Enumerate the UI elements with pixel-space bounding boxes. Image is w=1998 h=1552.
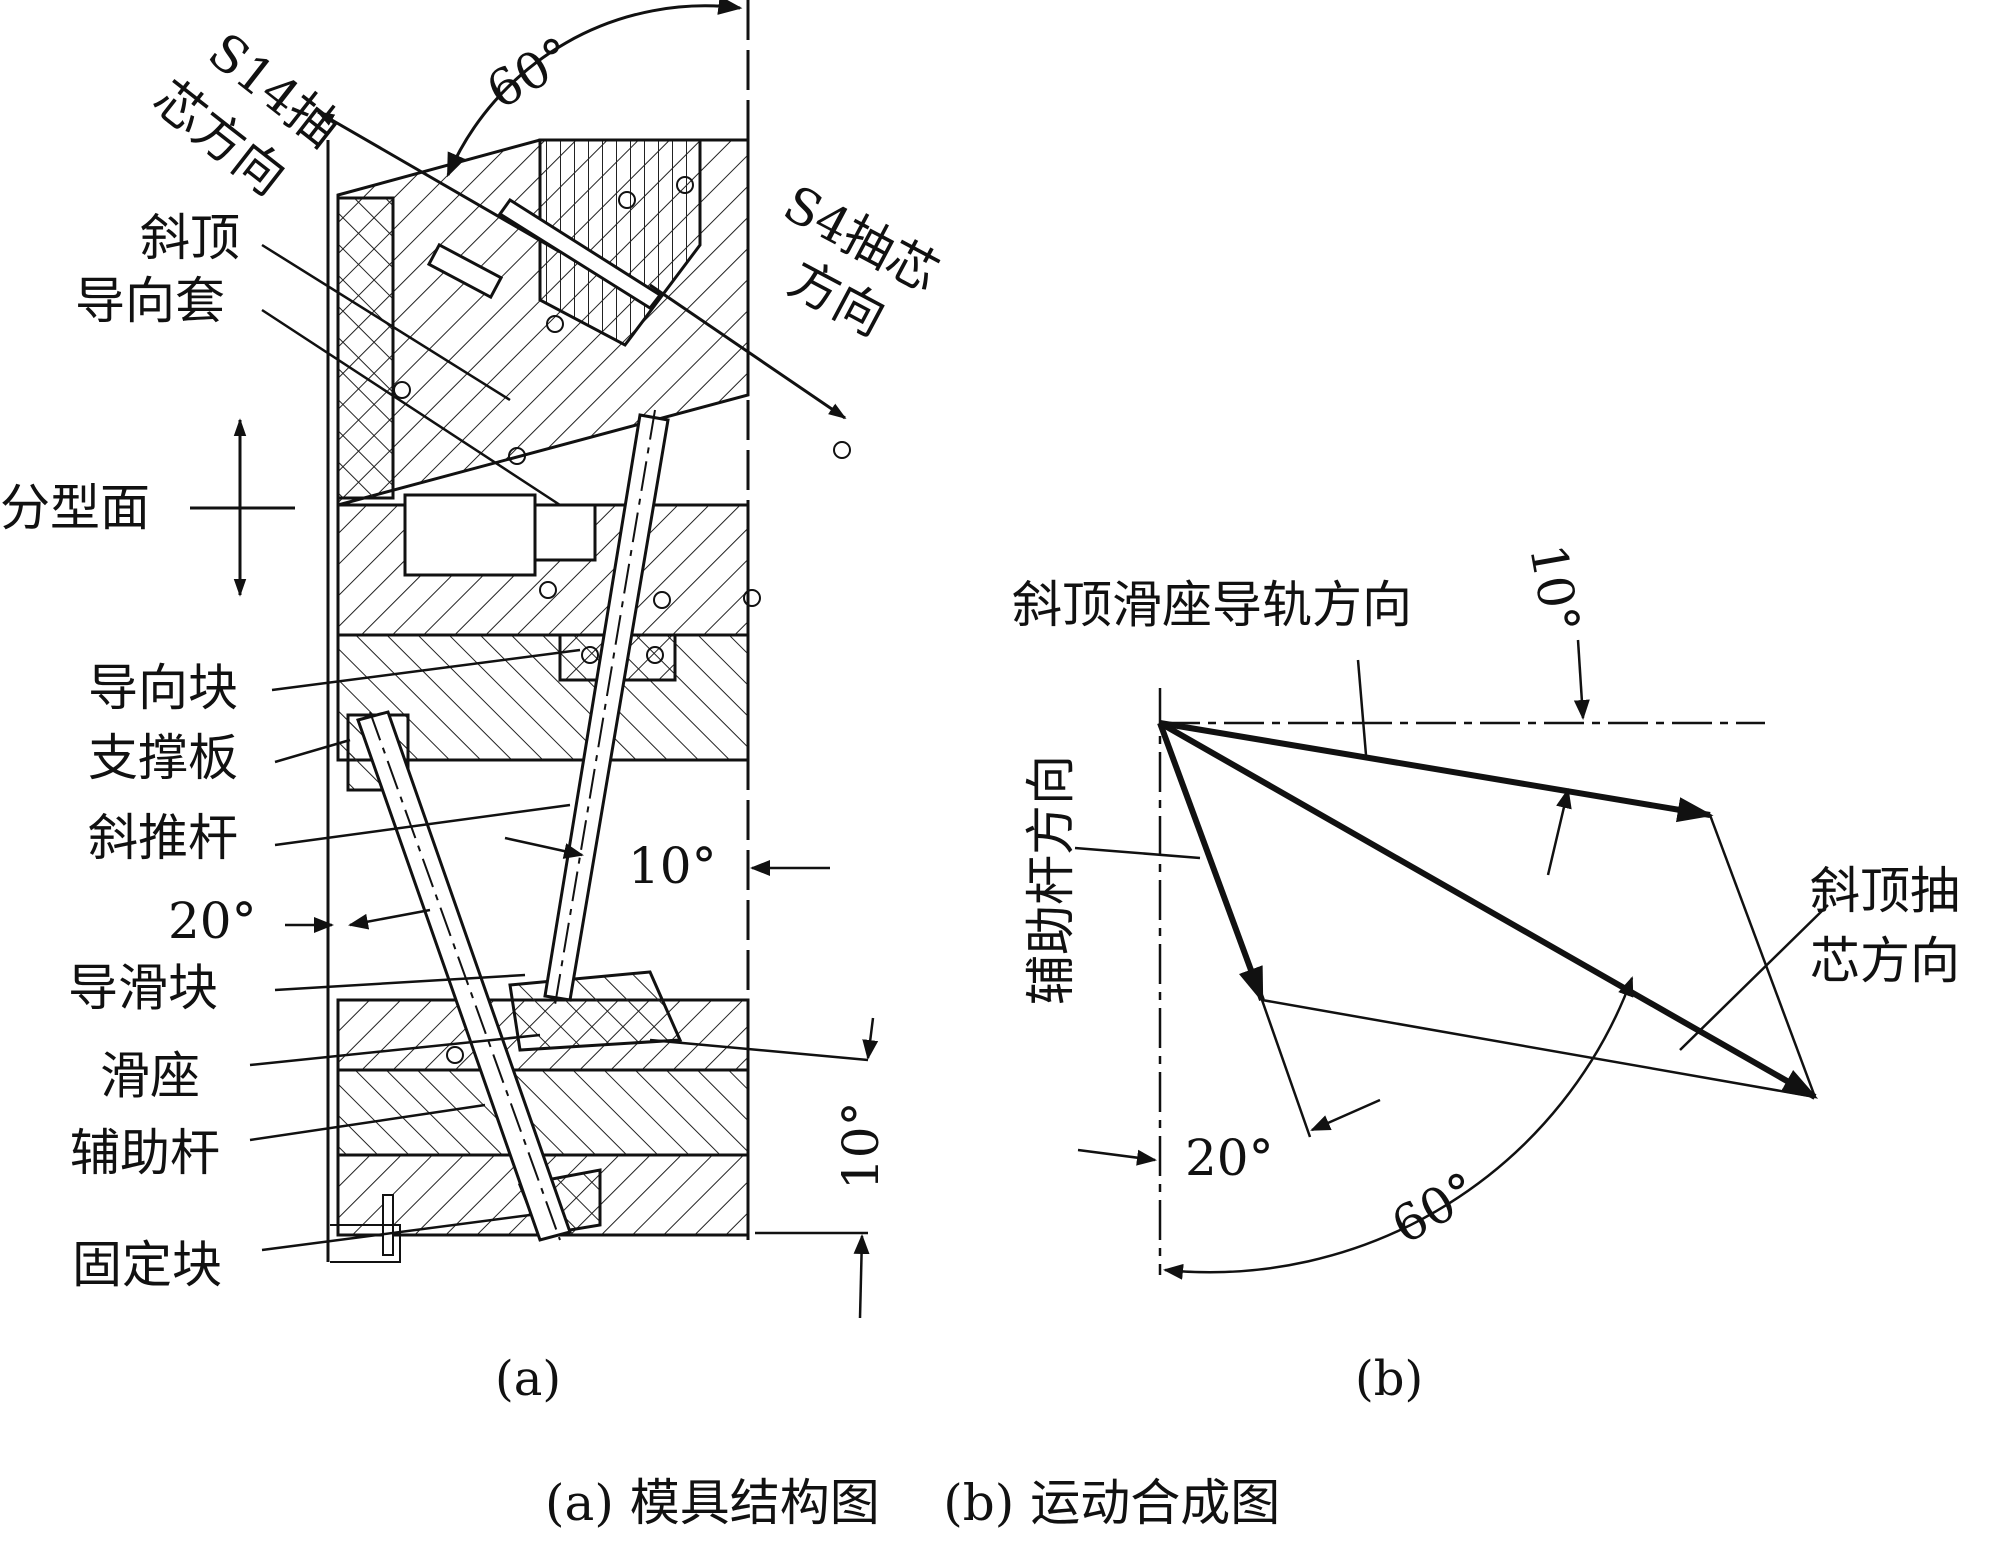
rail-direction-vector <box>1159 720 1714 823</box>
aux-rod-vector <box>1157 721 1265 1004</box>
label-fenxingmian: 分型面 <box>0 479 150 537</box>
s14-direction-arrow <box>316 110 561 254</box>
mold-structure-diagram <box>326 0 851 1263</box>
label-gudingkuai: 固定块 <box>72 1236 222 1294</box>
label-daoxiangtao: 导向套 <box>75 272 225 330</box>
label-huazuo: 滑座 <box>100 1047 200 1105</box>
angle-60-label: 60° <box>477 26 583 121</box>
label-rail-direction: 斜顶滑座导轨方向 <box>1012 576 1412 634</box>
core-pull-vector <box>1158 720 1819 1100</box>
label-core-direction-2: 芯方向 <box>1810 932 1960 990</box>
figure-caption: (a) 模具结构图 (b) 运动合成图 <box>545 1474 1280 1532</box>
label-xieding: 斜顶 <box>140 209 240 267</box>
label-daohuakuai: 导滑块 <box>68 959 218 1017</box>
label-zhichengban: 支撑板 <box>88 729 238 787</box>
angle-10-low-label: 10° <box>832 1101 890 1190</box>
angle-10-mid-label: 10° <box>628 837 717 895</box>
label-daoxiangkuai: 导向块 <box>88 659 238 717</box>
angle-60-b-label: 60° <box>1382 1161 1488 1256</box>
label-aux-direction: 辅助杆方向 <box>1022 755 1080 1005</box>
label-xietuigan: 斜推杆 <box>88 809 238 867</box>
angle-10-b-label: 10° <box>1518 540 1591 637</box>
motion-synthesis-diagram <box>1074 639 1829 1280</box>
angle-20-b-label: 20° <box>1185 1129 1274 1187</box>
sublabel-a: (a) <box>495 1351 561 1407</box>
angle-20-label: 20° <box>168 892 257 950</box>
label-core-direction: 斜顶抽 <box>1810 862 1960 920</box>
sublabel-b: (b) <box>1355 1351 1423 1407</box>
s4-direction-arrow <box>649 283 847 420</box>
label-fuzhugan: 辅助杆 <box>70 1124 220 1182</box>
angle-60-arc <box>446 0 743 178</box>
